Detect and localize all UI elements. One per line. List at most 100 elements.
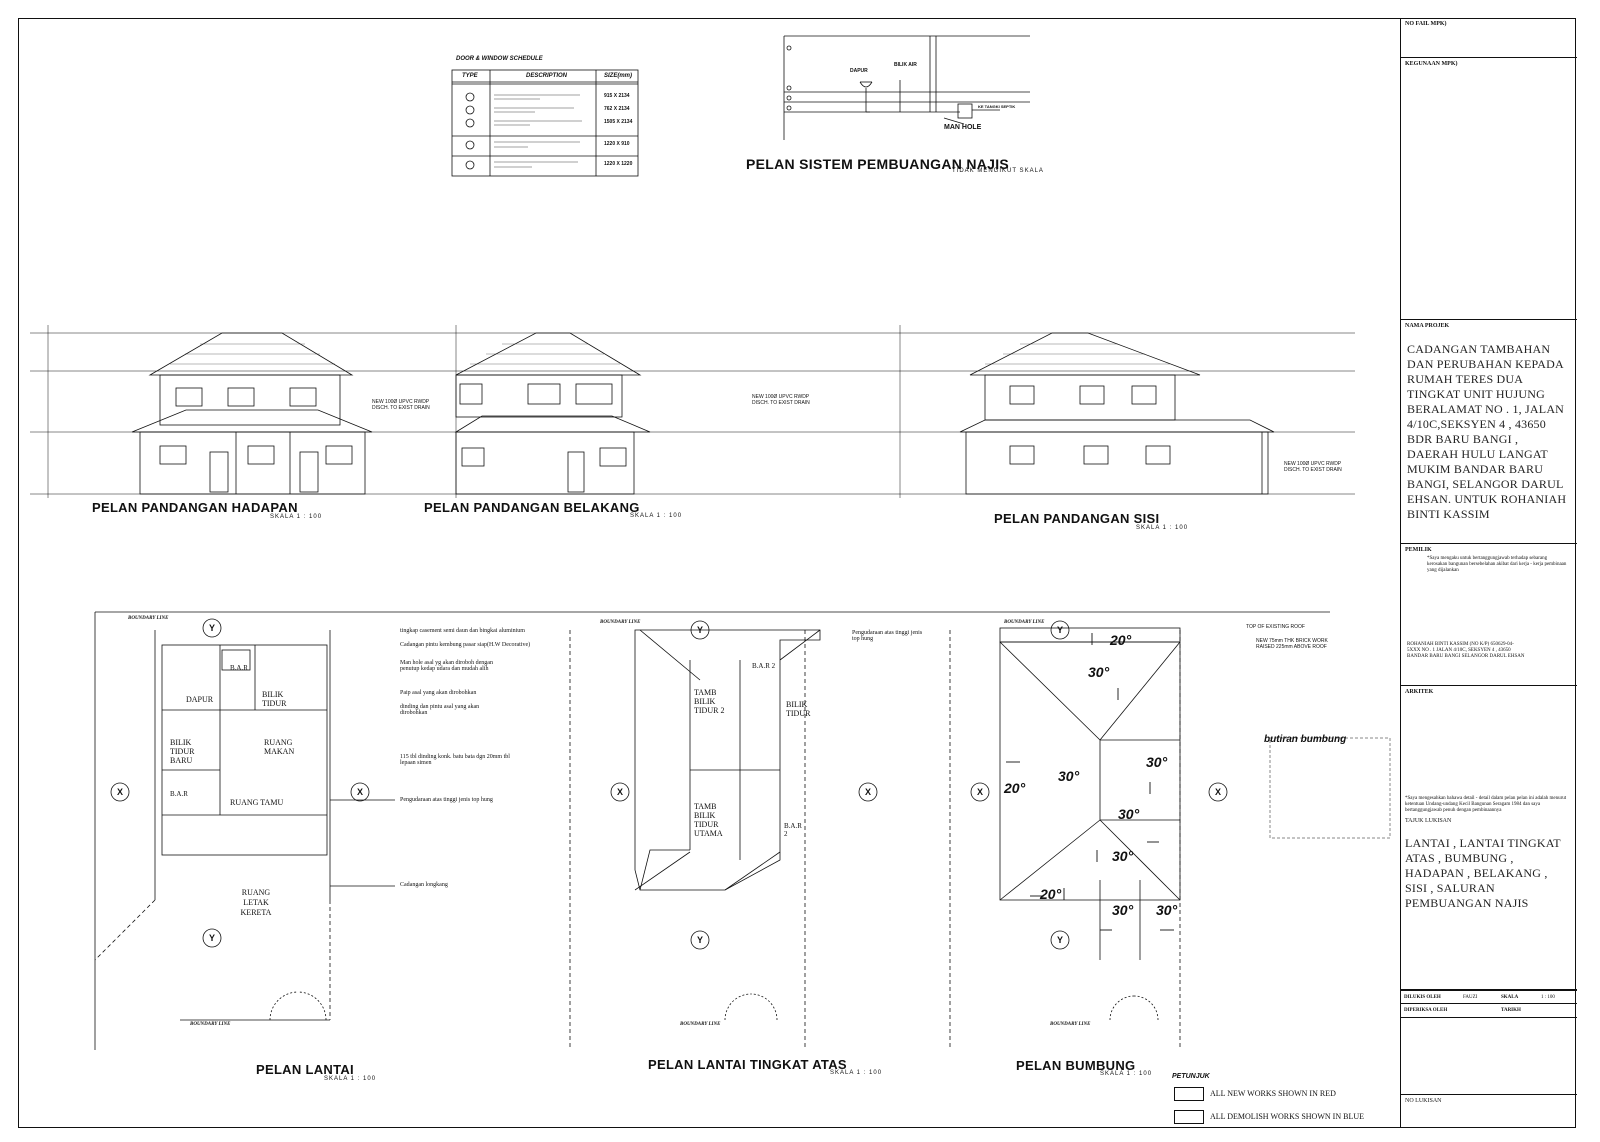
- svg-text:X: X: [865, 787, 871, 797]
- tb-dilukis-label: DILUKIS OLEH: [1404, 995, 1441, 1000]
- boundary-line-label: BOUNDARY LINE: [190, 1022, 231, 1027]
- tb-nama-projek: NAMA PROJEK CADANGAN TAMBAHAN DAN PERUBA…: [1401, 320, 1577, 544]
- roof-slope-label: 20°: [1004, 780, 1026, 796]
- room-label: BILIK TIDUR: [786, 700, 811, 718]
- title-block: NO FAIL MPK) KEGUNAAN MPK) NAMA PROJEK C…: [1400, 18, 1577, 1128]
- tb-kegunaan-label: KEGUNAAN MPK): [1405, 61, 1458, 67]
- roof-slope-label: 30°: [1118, 806, 1140, 822]
- svg-text:Y: Y: [697, 625, 703, 635]
- room-label: RUANG LETAK KERETA: [240, 888, 272, 917]
- legend-swatch-new: [1174, 1087, 1204, 1101]
- plan-note: Cadangan longkang: [400, 882, 448, 888]
- schedule-row-size: 1220 X 1220: [604, 161, 633, 167]
- tb-no-lukisan: NO LUKISAN: [1401, 1094, 1577, 1128]
- boundary-line-label: BOUNDARY LINE: [128, 616, 169, 621]
- room-label: B.A.R: [230, 664, 248, 672]
- tb-tajuk-label: TAJUK LUKISAN: [1405, 818, 1452, 824]
- tb-arkitek-label: ARKITEK: [1405, 689, 1434, 695]
- svg-text:X: X: [977, 787, 983, 797]
- schedule-header-type: TYPE: [462, 73, 478, 79]
- schedule-title: DOOR & WINDOW SCHEDULE: [456, 56, 543, 62]
- tb-no-lukisan-label: NO LUKISAN: [1405, 1098, 1442, 1104]
- plan-note: 115 tbl dinding konk. batu bata dgn 20mm…: [400, 754, 510, 766]
- svg-text:X: X: [117, 787, 123, 797]
- room-label: RUANG TAMU: [230, 798, 284, 807]
- title-pandangan-hadapan: PELAN PANDANGAN HADAPAN: [92, 500, 298, 515]
- title-pelan-najis: PELAN SISTEM PEMBUANGAN NAJIS: [746, 156, 1010, 172]
- roof-slope-label: 30°: [1088, 664, 1110, 680]
- legend-swatch-demolish: [1174, 1110, 1204, 1124]
- boundary-line-label: BOUNDARY LINE: [1050, 1022, 1091, 1027]
- title-pelan-lantai-atas: PELAN LANTAI TINGKAT ATAS: [648, 1057, 847, 1072]
- tb-dilukis-value: FAUZI: [1463, 995, 1478, 1000]
- svg-text:Y: Y: [1057, 935, 1063, 945]
- scale-pandangan-hadapan: SKALA 1 : 100: [270, 514, 323, 520]
- tb-diperiksa-label: DIPERIKSA OLEH: [1404, 1008, 1448, 1013]
- title-pandangan-sisi: PELAN PANDANGAN SISI: [994, 511, 1160, 526]
- svg-text:X: X: [617, 787, 623, 797]
- roof-plan-drawing: [949, 627, 1391, 1050]
- plan-note: Man hole asal yg akan diroboh dengan pen…: [400, 660, 493, 672]
- plan-note: dinding dan pintu asal yang akan diroboh…: [400, 704, 480, 716]
- room-label: TAMB BILIK TIDUR 2: [694, 688, 725, 715]
- tb-arkitek-note: *Saya mengesahkan bahawa detail - detail…: [1405, 796, 1567, 813]
- elevation-datum-lines: [30, 325, 1355, 498]
- roof-slope-label: 20°: [1040, 886, 1062, 902]
- schedule-header-description: DESCRIPTION: [526, 73, 568, 79]
- tb-pemilik-address: ROHANIAH BINTI KASSIM (NO K/P) 650629-04…: [1407, 642, 1525, 659]
- sewage-label-man-hole: MAN HOLE: [944, 124, 982, 131]
- tb-pemilik: PEMILIK *Saya mengaku untuk bertanggungj…: [1401, 544, 1577, 686]
- svg-text:X: X: [1215, 787, 1221, 797]
- side-rwdp-note: NEW 100Ø UPVC RWDP DISCH. TO EXIST DRAIN: [1284, 461, 1342, 473]
- room-label: TAMB BILIK TIDUR UTAMA: [694, 802, 723, 838]
- title-pandangan-belakang: PELAN PANDANGAN BELAKANG: [424, 500, 640, 515]
- scale-pelan-lantai-atas: SKALA 1 : 100: [830, 1070, 883, 1076]
- plan-note: Cadangan pintu kembung pasar siap(H.W De…: [400, 642, 531, 648]
- roof-slope-label: 30°: [1112, 902, 1134, 918]
- room-label: B.A.R: [170, 790, 188, 798]
- title-pelan-lantai: PELAN LANTAI: [256, 1062, 354, 1077]
- scale-pandangan-belakang: SKALA 1 : 100: [630, 513, 683, 519]
- roof-slope-label: 30°: [1058, 768, 1080, 784]
- title-pelan-bumbung: PELAN BUMBUNG: [1016, 1058, 1136, 1073]
- scale-pelan-najis: TIDAK MENGIKUT SKALA: [952, 168, 1044, 174]
- svg-text:Y: Y: [209, 933, 215, 943]
- tb-tarikh-label: TARIKH: [1501, 1008, 1521, 1013]
- roof-slope-label: 30°: [1146, 754, 1168, 770]
- door-window-schedule-table: [451, 69, 639, 177]
- plan-note: Pengudaraan atas tinggi jenis top hung: [852, 630, 923, 642]
- scale-pelan-bumbung: SKALA 1 : 100: [1100, 1071, 1153, 1077]
- svg-text:X: X: [357, 787, 363, 797]
- roof-note: NEW 75mm THK BRICK WORK RAISED 225mm ABO…: [1256, 638, 1328, 650]
- sewage-label-dapur: DAPUR: [850, 68, 868, 74]
- scale-pelan-lantai: SKALA 1 : 100: [324, 1076, 377, 1082]
- room-label: BILIK TIDUR: [262, 690, 287, 708]
- schedule-row-size: 762 X 2134: [604, 106, 630, 112]
- side-elevation-drawing: [959, 332, 1275, 495]
- room-label: B.A.R 2: [752, 662, 776, 670]
- roof-detail-title: butiran bumbung: [1264, 734, 1347, 745]
- grid-markers: [110, 618, 1228, 950]
- room-label: B.A.R 2: [784, 822, 802, 838]
- sewage-label-bilik-air: BILIK AIR: [894, 62, 917, 68]
- roof-slope-label: 30°: [1156, 902, 1178, 918]
- boundary-line-label: BOUNDARY LINE: [600, 620, 641, 625]
- schedule-header-size: SIZE(mm): [604, 73, 633, 79]
- schedule-row-size: 1505 X 2134: [604, 119, 633, 125]
- svg-text:Y: Y: [1057, 625, 1063, 635]
- tb-no-fail: NO FAIL MPK): [1401, 18, 1577, 58]
- tb-skala-label: SKALA: [1501, 995, 1519, 1000]
- plan-note: Pengudaraan atas tinggi jenis top hung: [400, 797, 493, 803]
- upper-floor-plan-drawing: [569, 629, 821, 1050]
- tb-tajuk-text: LANTAI , LANTAI TINGKAT ATAS , BUMBUNG ,…: [1405, 836, 1561, 910]
- sewage-label-septic: KE TANGKI SEPTIK: [978, 104, 1016, 109]
- scale-pandangan-sisi: SKALA 1 : 100: [1136, 525, 1189, 531]
- plan-note: Paip asal yang akan dirobohkan: [400, 690, 477, 696]
- tb-nama-projek-text: CADANGAN TAMBAHAN DAN PERUBAHAN KEPADA R…: [1407, 342, 1567, 521]
- rear-elevation-drawing: [454, 332, 651, 495]
- room-label: DAPUR: [186, 695, 214, 704]
- tb-skala-value: 1 : 100: [1541, 995, 1555, 1000]
- tb-no-fail-label: NO FAIL MPK): [1405, 21, 1447, 27]
- sewage-system-diagram: [783, 35, 1030, 140]
- room-label: RUANG MAKAN: [264, 738, 295, 756]
